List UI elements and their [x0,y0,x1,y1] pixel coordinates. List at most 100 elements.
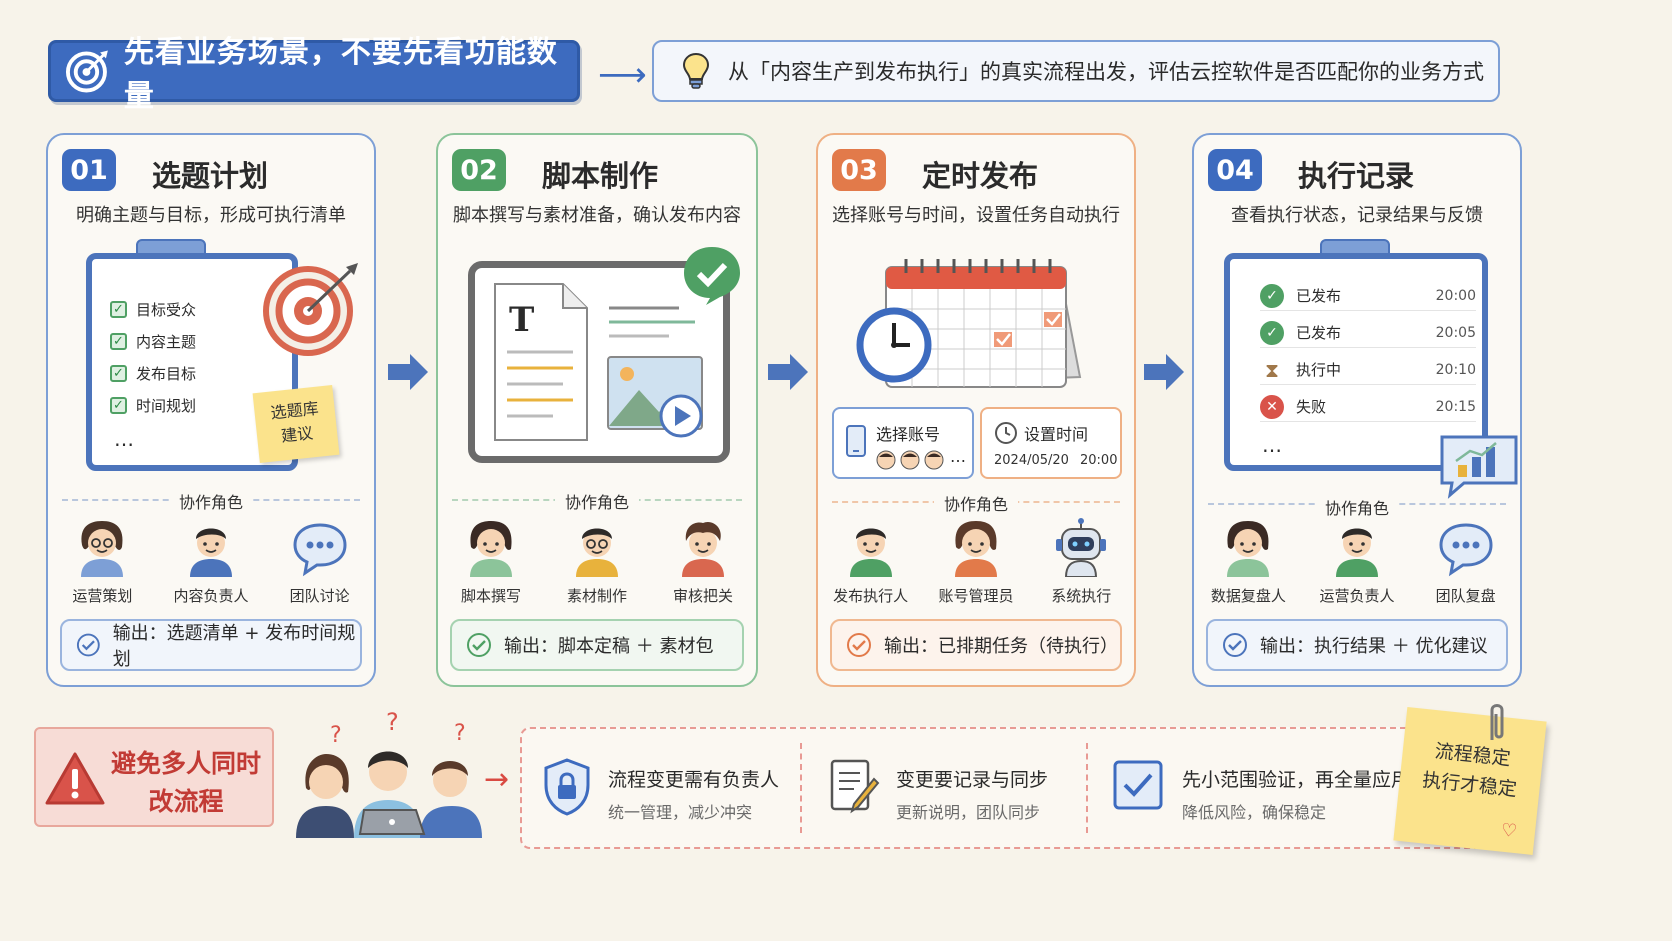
step-subtitle: 选择账号与时间，设置任务自动执行 [832,205,1120,226]
paperclip-icon [1490,704,1504,740]
role: 发布执行人 [823,517,919,606]
role: 运营负责人 [1309,517,1405,606]
svg-text:?: ? [330,723,342,748]
step-subtitle: 明确主题与目标，形成可执行清单 [76,205,346,226]
clock-icon [995,422,1017,444]
select-account-panel[interactable]: 选择账号 … [832,407,974,479]
tip-divider [1086,743,1088,833]
tip-item: 流程变更需有负责人 统一管理，减少冲突 [522,729,798,847]
confused-team-illustration: ? ? ? [296,708,482,838]
tip-divider [800,743,802,833]
roles-row: 脚本撰写 素材制作 审核把关 [438,517,756,606]
check-badge-icon [684,247,740,305]
role: 素材制作 [549,517,645,606]
person-female-avatar-icon [954,521,997,577]
role: 团队讨论 [272,517,368,606]
person-avatar-icon [189,528,232,577]
target-icon [65,50,108,93]
checkbox-checked-icon: ✓ [110,301,127,318]
hourglass-icon: ⧗ [1264,357,1280,382]
set-time-panel[interactable]: 设置时间 2024/05/20 20:00 [980,407,1122,479]
check-circle-icon [76,633,100,657]
step-output: 输出：已排期任务（待执行） [830,619,1122,671]
header-arrow-icon: ⟶ [598,55,647,95]
step-card-1: 01 选题计划 明确主题与目标，形成可执行清单 ✓目标受众 ✓内容主题 ✓发布目… [46,133,376,687]
image-video-icon [607,356,703,438]
log-more: … [1262,433,1282,457]
svg-text:?: ? [386,708,399,736]
checklist-item: ✓目标受众 [110,299,196,320]
tablet-illustration: T [468,261,730,463]
warning-triangle-icon [45,752,105,805]
roles-label: 协作角色 [1314,495,1400,519]
step-output: 输出：脚本定稿 ＋ 素材包 [450,619,744,671]
checkbox-checked-icon: ✓ [110,333,127,350]
step-output: 输出：选题清单 + 发布时间规划 [60,619,362,671]
doc-letter: T [509,300,535,340]
step-subtitle: 查看执行状态，记录结果与反馈 [1231,205,1483,226]
role: 团队复盘 [1418,517,1514,606]
check-circle-icon [467,633,491,657]
step-number: 04 [1208,149,1262,191]
person-female-avatar-icon [1227,521,1270,577]
step-number: 01 [62,149,116,191]
account-more: … [950,447,966,466]
document-edit-icon [830,759,880,814]
header-note-text: 从「内容生产到发布执行」的真实流程出发，评估云控软件是否匹配你的业务方式 [728,60,1484,84]
step-title: 选题计划 [152,159,269,193]
person-curly-avatar-icon [682,521,724,577]
tip-item: 变更要记录与同步 更新说明，团队同步 [810,729,1086,847]
header-note: 从「内容生产到发布执行」的真实流程出发，评估云控软件是否匹配你的业务方式 [652,40,1500,102]
account-avatars-icon [876,450,944,470]
chat-bubble-icon [1439,523,1493,577]
role: 账号管理员 [928,517,1024,606]
status-ok-icon: ✓ [1260,283,1284,308]
tip-item: 先小范围验证，再全量应用 降低风险，确保稳定 [1096,729,1410,847]
flow-arrow-icon [388,354,428,390]
checkbox-checked-icon: ✓ [110,365,127,382]
lightbulb-icon [682,52,710,89]
step-subtitle: 脚本撰写与素材准备，确认发布内容 [453,205,741,226]
checklist-item: ✓发布目标 [110,363,196,384]
document-icon [494,283,588,441]
roles-label: 协作角色 [554,489,640,513]
warning-banner: 避免多人同时改流程 [34,727,274,827]
phone-icon [846,425,866,457]
header-banner: 先看业务场景，不要先看功能数量 [48,35,580,114]
step-card-3: 03 定时发布 选择账号与时间，设置任务自动执行 选择账号 … 设置时间 202… [816,133,1136,687]
roles-label: 协作角色 [168,489,254,513]
status-fail-icon: ✕ [1260,394,1284,419]
step-title: 脚本制作 [542,159,659,193]
roles-row: 发布执行人 账号管理员 系统执行 [818,517,1134,606]
set-time-clock: 20:00 [1080,453,1118,468]
step-number: 02 [452,149,506,191]
tips-panel: 流程变更需有负责人 统一管理，减少冲突 变更要记录与同步 更新说明，团队同步 先… [520,727,1520,849]
text-lines-icon [609,306,695,338]
step-number: 03 [832,149,886,191]
role: 运营策划 [54,517,150,606]
checkbox-icon [1113,760,1163,810]
person-avatar-icon [849,528,892,577]
select-account-label: 选择账号 [876,425,941,444]
person-avatar-icon [1335,528,1378,577]
role: 内容负责人 [163,517,259,606]
role: 系统执行 [1033,517,1129,606]
step-output: 输出：执行结果 ＋ 优化建议 [1206,619,1508,671]
chat-bubble-icon [293,523,347,577]
set-time-label: 设置时间 [1024,425,1089,444]
check-circle-icon [847,633,871,657]
final-sticky-note: 流程稳定 执行才稳定 ♡ [1393,707,1547,855]
role: 审核把关 [655,517,751,606]
target-icon [263,263,358,356]
check-circle-icon [1223,633,1247,657]
checklist-more: … [114,427,134,451]
roles-row: 数据复盘人 运营负责人 团队复盘 [1194,517,1520,606]
bottom-arrow-icon: → [484,762,510,797]
role: 数据复盘人 [1200,517,1296,606]
